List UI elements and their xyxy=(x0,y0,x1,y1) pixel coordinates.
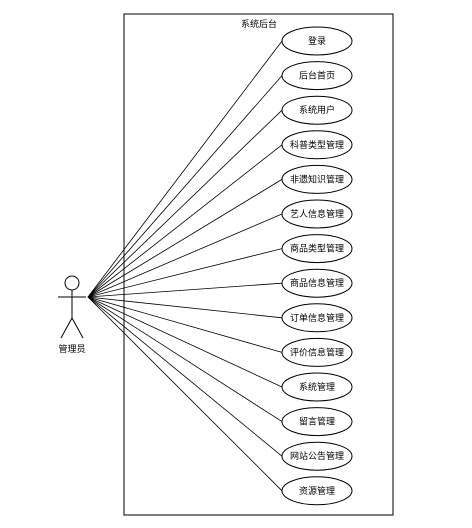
use-case-label: 系统管理 xyxy=(299,381,335,393)
use-case-label: 艺人信息管理 xyxy=(290,208,344,220)
use-case-ellipse xyxy=(281,476,353,506)
use-case-ellipse xyxy=(281,268,353,298)
use-case-ellipse xyxy=(281,164,353,194)
use-case: 订单信息管理 xyxy=(281,303,353,333)
use-case-label: 留言管理 xyxy=(299,416,335,428)
use-case: 评价信息管理 xyxy=(281,337,353,367)
actor-label: 管理员 xyxy=(58,343,85,355)
use-cases: 登录后台首页系统用户科普类型管理非遗知识管理艺人信息管理商品类型管理商品信息管理… xyxy=(281,26,353,506)
use-case-label: 评价信息管理 xyxy=(290,346,344,358)
association-line xyxy=(87,296,283,388)
use-case-ellipse xyxy=(281,130,353,160)
use-case-ellipse xyxy=(281,61,353,91)
use-case-label: 资源管理 xyxy=(299,485,335,497)
association-line xyxy=(87,296,283,422)
actor-head xyxy=(64,275,80,291)
use-case-ellipse xyxy=(281,303,353,333)
association-line xyxy=(87,75,283,298)
use-case: 登录 xyxy=(281,26,353,56)
association-line xyxy=(87,109,283,298)
actor-left-leg xyxy=(60,317,73,339)
use-case-ellipse xyxy=(281,407,353,437)
system-title: 系统后台 xyxy=(241,18,277,30)
use-case: 系统用户 xyxy=(281,95,353,125)
use-case-ellipse xyxy=(281,95,353,125)
association-line xyxy=(87,296,283,319)
use-case-label: 后台首页 xyxy=(299,70,335,82)
use-case-ellipse xyxy=(281,337,353,367)
use-case: 非遗知识管理 xyxy=(281,164,353,194)
use-case-label: 科普类型管理 xyxy=(290,139,344,151)
association-line xyxy=(87,296,283,492)
association-line xyxy=(87,213,283,298)
use-case-ellipse xyxy=(281,26,353,56)
use-case-label: 网站公告管理 xyxy=(290,450,344,462)
actor-administrator: 管理员 xyxy=(58,275,86,355)
use-case-label: 订单信息管理 xyxy=(290,312,344,324)
use-case-label: 登录 xyxy=(308,36,326,47)
association-line xyxy=(87,144,283,298)
system-boundary xyxy=(123,13,394,516)
use-case-label: 商品信息管理 xyxy=(290,277,344,289)
use-case-ellipse xyxy=(281,199,353,229)
use-case: 艺人信息管理 xyxy=(281,199,353,229)
association-line xyxy=(87,248,283,298)
association-line xyxy=(87,282,283,298)
use-case-ellipse xyxy=(281,372,353,402)
use-case-ellipse xyxy=(281,234,353,264)
use-case-label: 商品类型管理 xyxy=(290,243,344,255)
use-case: 网站公告管理 xyxy=(281,441,353,471)
association-line xyxy=(87,296,283,457)
actor-right-leg xyxy=(71,317,84,339)
use-case-ellipse xyxy=(281,441,353,471)
association-line xyxy=(87,179,283,298)
use-case: 商品类型管理 xyxy=(281,234,353,264)
use-case: 留言管理 xyxy=(281,407,353,437)
association-line xyxy=(87,296,283,353)
association-line xyxy=(87,40,283,298)
use-case-label: 系统用户 xyxy=(299,104,335,116)
use-case: 科普类型管理 xyxy=(281,130,353,160)
use-case: 系统管理 xyxy=(281,372,353,402)
use-case-label: 非遗知识管理 xyxy=(290,173,344,185)
use-case: 商品信息管理 xyxy=(281,268,353,298)
association-lines xyxy=(87,40,283,492)
use-case: 资源管理 xyxy=(281,476,353,506)
use-case: 后台首页 xyxy=(281,61,353,91)
